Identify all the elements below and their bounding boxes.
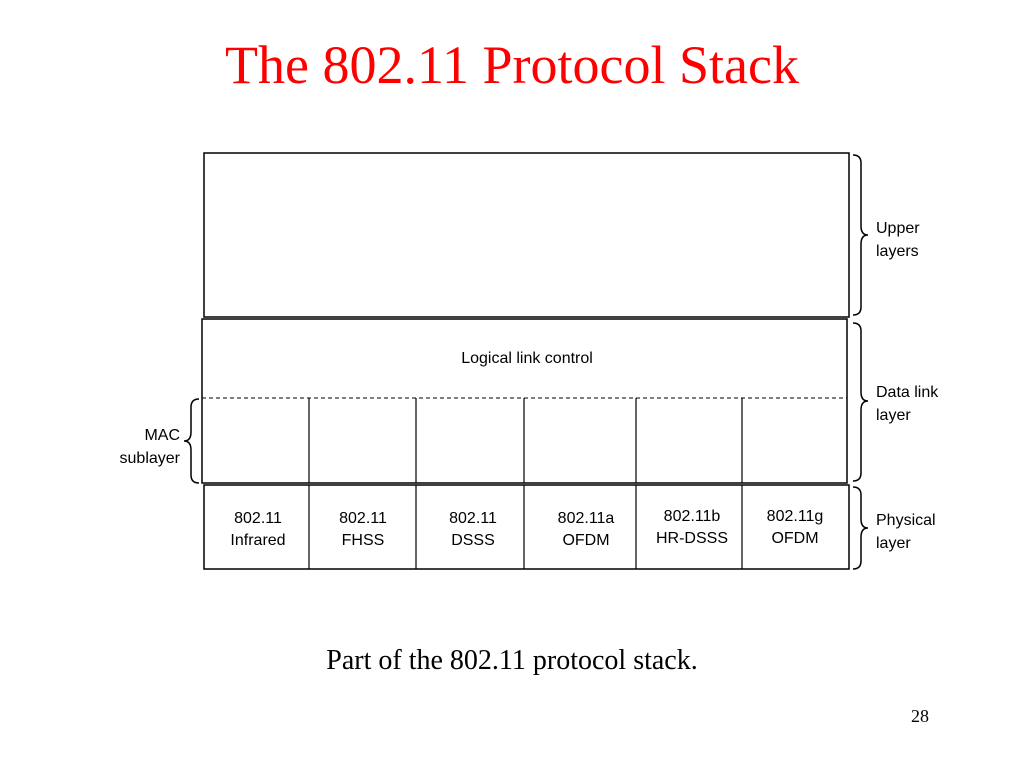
phy-cell-tech: DSSS (451, 532, 495, 549)
mac-sublayer-label-2: sublayer (120, 450, 181, 467)
llc-label: Logical link control (461, 350, 593, 367)
phy-cell-tech: OFDM (771, 530, 818, 547)
phy-cell-tech: FHSS (342, 532, 385, 549)
phy-cell-tech: OFDM (562, 532, 609, 549)
mac-sublayer-brace (183, 398, 200, 484)
data-link-label-2: layer (876, 407, 911, 424)
data-link-label: Data link (876, 384, 939, 401)
phy-cell-ofdm-g: 802.11g OFDM (767, 508, 824, 547)
phy-cell-name: 802.11 (234, 510, 282, 527)
upper-layers-label: Upper (876, 220, 920, 237)
upper-layers-brace (852, 154, 869, 316)
mac-sublayer-label: MAC (144, 427, 180, 444)
phy-cell-tech: HR-DSSS (656, 530, 728, 547)
physical-layer-label-2: layer (876, 535, 911, 552)
page-number: 28 (911, 706, 929, 726)
phy-cell-name: 802.11b (664, 508, 721, 525)
upper-layers-label-2: layers (876, 243, 919, 260)
phy-cell-infrared: 802.11 Infrared (230, 510, 285, 549)
physical-layer-label: Physical (876, 512, 936, 529)
phy-cell-name: 802.11 (339, 510, 387, 527)
data-link-brace (852, 322, 869, 482)
figure-caption: Part of the 802.11 protocol stack. (326, 645, 698, 676)
phy-cell-tech: Infrared (230, 532, 285, 549)
phy-cell-ofdm-a: 802.11a OFDM (558, 510, 615, 549)
physical-layer-box (203, 484, 850, 570)
slide-title: The 802.11 Protocol Stack (225, 35, 799, 95)
physical-layer-brace (852, 486, 869, 570)
phy-cell-name: 802.11g (767, 508, 824, 525)
phy-cell-fhss: 802.11 FHSS (339, 510, 387, 549)
upper-layers-box (203, 152, 850, 318)
phy-cell-name: 802.11 (449, 510, 497, 527)
phy-dividers (308, 485, 743, 569)
phy-cell-name: 802.11a (558, 510, 615, 527)
phy-cell-hr-dsss: 802.11b HR-DSSS (656, 508, 728, 547)
phy-cell-dsss: 802.11 DSSS (449, 510, 497, 549)
mac-dividers (308, 398, 743, 483)
